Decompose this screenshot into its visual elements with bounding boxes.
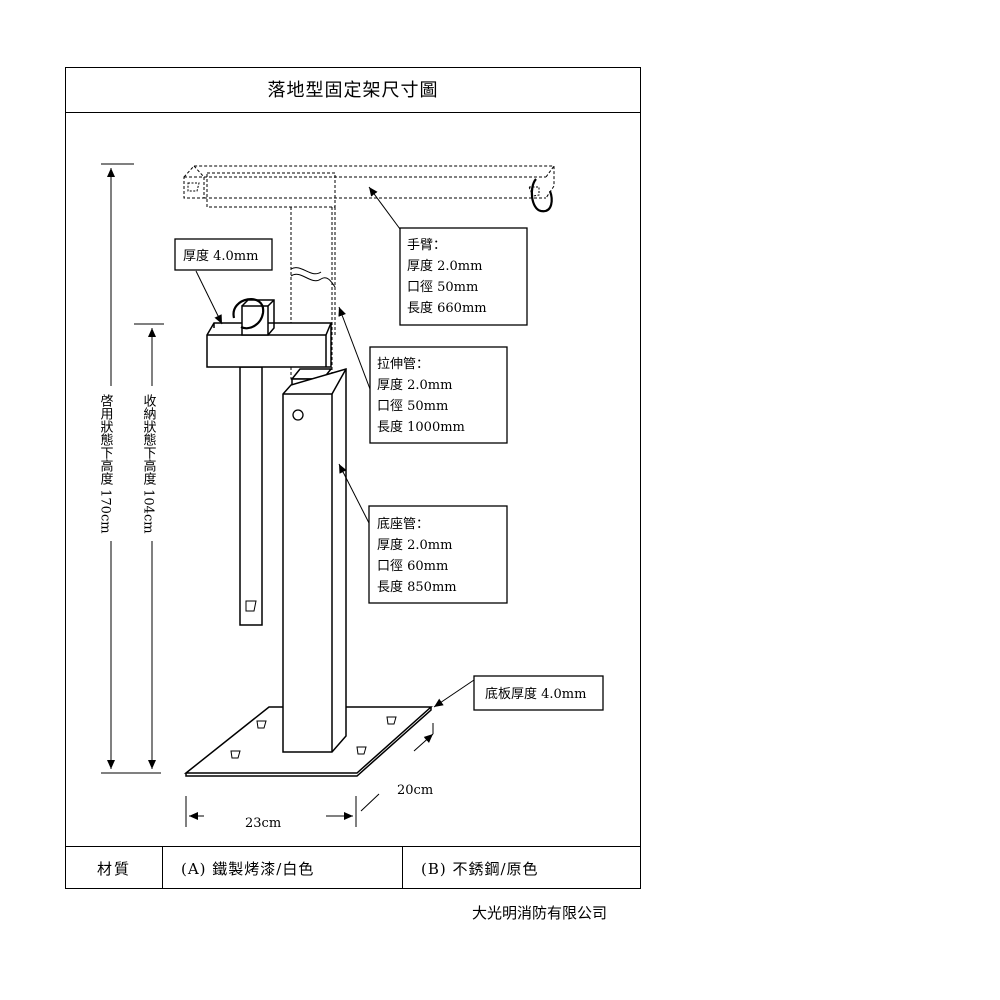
width-label: 23cm xyxy=(245,816,281,831)
svg-text:長度 1000mm: 長度 1000mm xyxy=(377,419,465,435)
height-dimension-extended xyxy=(101,163,161,774)
width-dimension xyxy=(185,796,357,827)
svg-text:長度 660mm: 長度 660mm xyxy=(407,300,487,316)
page-title: 落地型固定架尺寸圖 xyxy=(66,68,640,113)
depth-dimension xyxy=(360,723,434,812)
height-extended-label: 啓用狀態下高度 170cm xyxy=(98,394,114,534)
knob-handle-icon xyxy=(232,298,265,330)
callout-bracket-thickness: 厚度 4.0mm xyxy=(174,238,273,325)
base-tube xyxy=(282,368,347,753)
drawing-frame: 落地型固定架尺寸圖 xyxy=(65,67,641,889)
svg-text:厚度 2.0mm: 厚度 2.0mm xyxy=(407,258,482,274)
height-stored-label: 收納狀態下高度 104cm xyxy=(141,394,157,534)
stand-diagram: 啓用狀態下高度 170cm 收納狀態下高度 104cm 23cm 20cm 厚度… xyxy=(98,163,604,831)
height-dimension-stored xyxy=(134,323,164,769)
svg-text:厚度 2.0mm: 厚度 2.0mm xyxy=(377,377,452,393)
callout-arm: 手臂： 厚度 2.0mm 口徑 50mm 長度 660mm xyxy=(368,186,528,326)
material-label: 材質 xyxy=(66,847,163,889)
base-plate-holes xyxy=(230,716,397,759)
company-name: 大光明消防有限公司 xyxy=(472,904,608,922)
svg-text:口徑 60mm: 口徑 60mm xyxy=(377,559,448,574)
callout-base-plate: 底板厚度 4.0mm xyxy=(433,675,604,711)
material-row: 材質 (A) 鐵製烤漆/白色 (B) 不銹鋼/原色 xyxy=(66,846,640,889)
svg-text:拉伸管：: 拉伸管： xyxy=(377,357,429,372)
callout-extension-tube: 拉伸管： 厚度 2.0mm 口徑 50mm 長度 1000mm xyxy=(338,306,508,444)
material-option-a: (A) 鐵製烤漆/白色 xyxy=(163,847,403,889)
material-option-b: (B) 不銹鋼/原色 xyxy=(421,859,539,878)
base-tube-hole xyxy=(292,409,304,421)
break-mark xyxy=(290,273,336,288)
callout-base-tube: 底座管： 厚度 2.0mm 口徑 60mm 長度 850mm xyxy=(338,463,508,604)
svg-text:厚度 2.0mm: 厚度 2.0mm xyxy=(377,537,452,553)
svg-text:口徑 50mm: 口徑 50mm xyxy=(407,280,478,295)
depth-label: 20cm xyxy=(397,783,433,798)
svg-text:底板厚度 4.0mm: 底板厚度 4.0mm xyxy=(485,686,586,702)
svg-text:底座管：: 底座管： xyxy=(377,516,429,532)
svg-text:手臂：: 手臂： xyxy=(407,238,446,253)
tube-hole xyxy=(245,600,257,612)
stored-bracket xyxy=(206,299,332,626)
svg-text:厚度 4.0mm: 厚度 4.0mm xyxy=(183,248,258,264)
hook-icon xyxy=(530,178,553,213)
extended-arm-outline xyxy=(183,165,555,379)
svg-text:口徑 50mm: 口徑 50mm xyxy=(377,399,448,414)
svg-text:長度 850mm: 長度 850mm xyxy=(377,579,457,595)
